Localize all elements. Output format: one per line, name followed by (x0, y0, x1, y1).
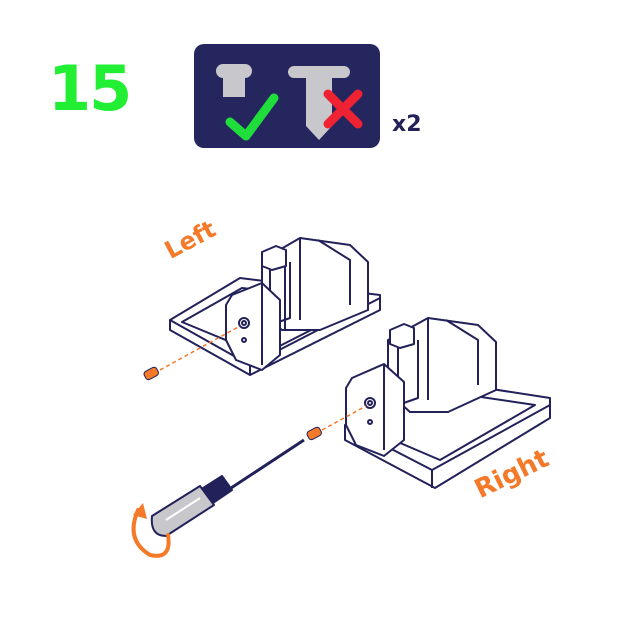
left-bracket (169, 237, 381, 376)
cross-icon (323, 89, 363, 129)
left-screw (143, 366, 159, 381)
rotate-arrow-icon (131, 508, 171, 558)
step-number: 15 (48, 52, 132, 125)
right-bracket (344, 317, 551, 489)
parts-box (194, 44, 380, 148)
short-screw-icon (216, 64, 252, 97)
quantity-label: x2 (392, 112, 422, 137)
right-screw (306, 426, 322, 441)
screwdriver (150, 438, 305, 537)
screw-guide-lines (159, 325, 367, 431)
checkmark-icon (225, 93, 279, 141)
